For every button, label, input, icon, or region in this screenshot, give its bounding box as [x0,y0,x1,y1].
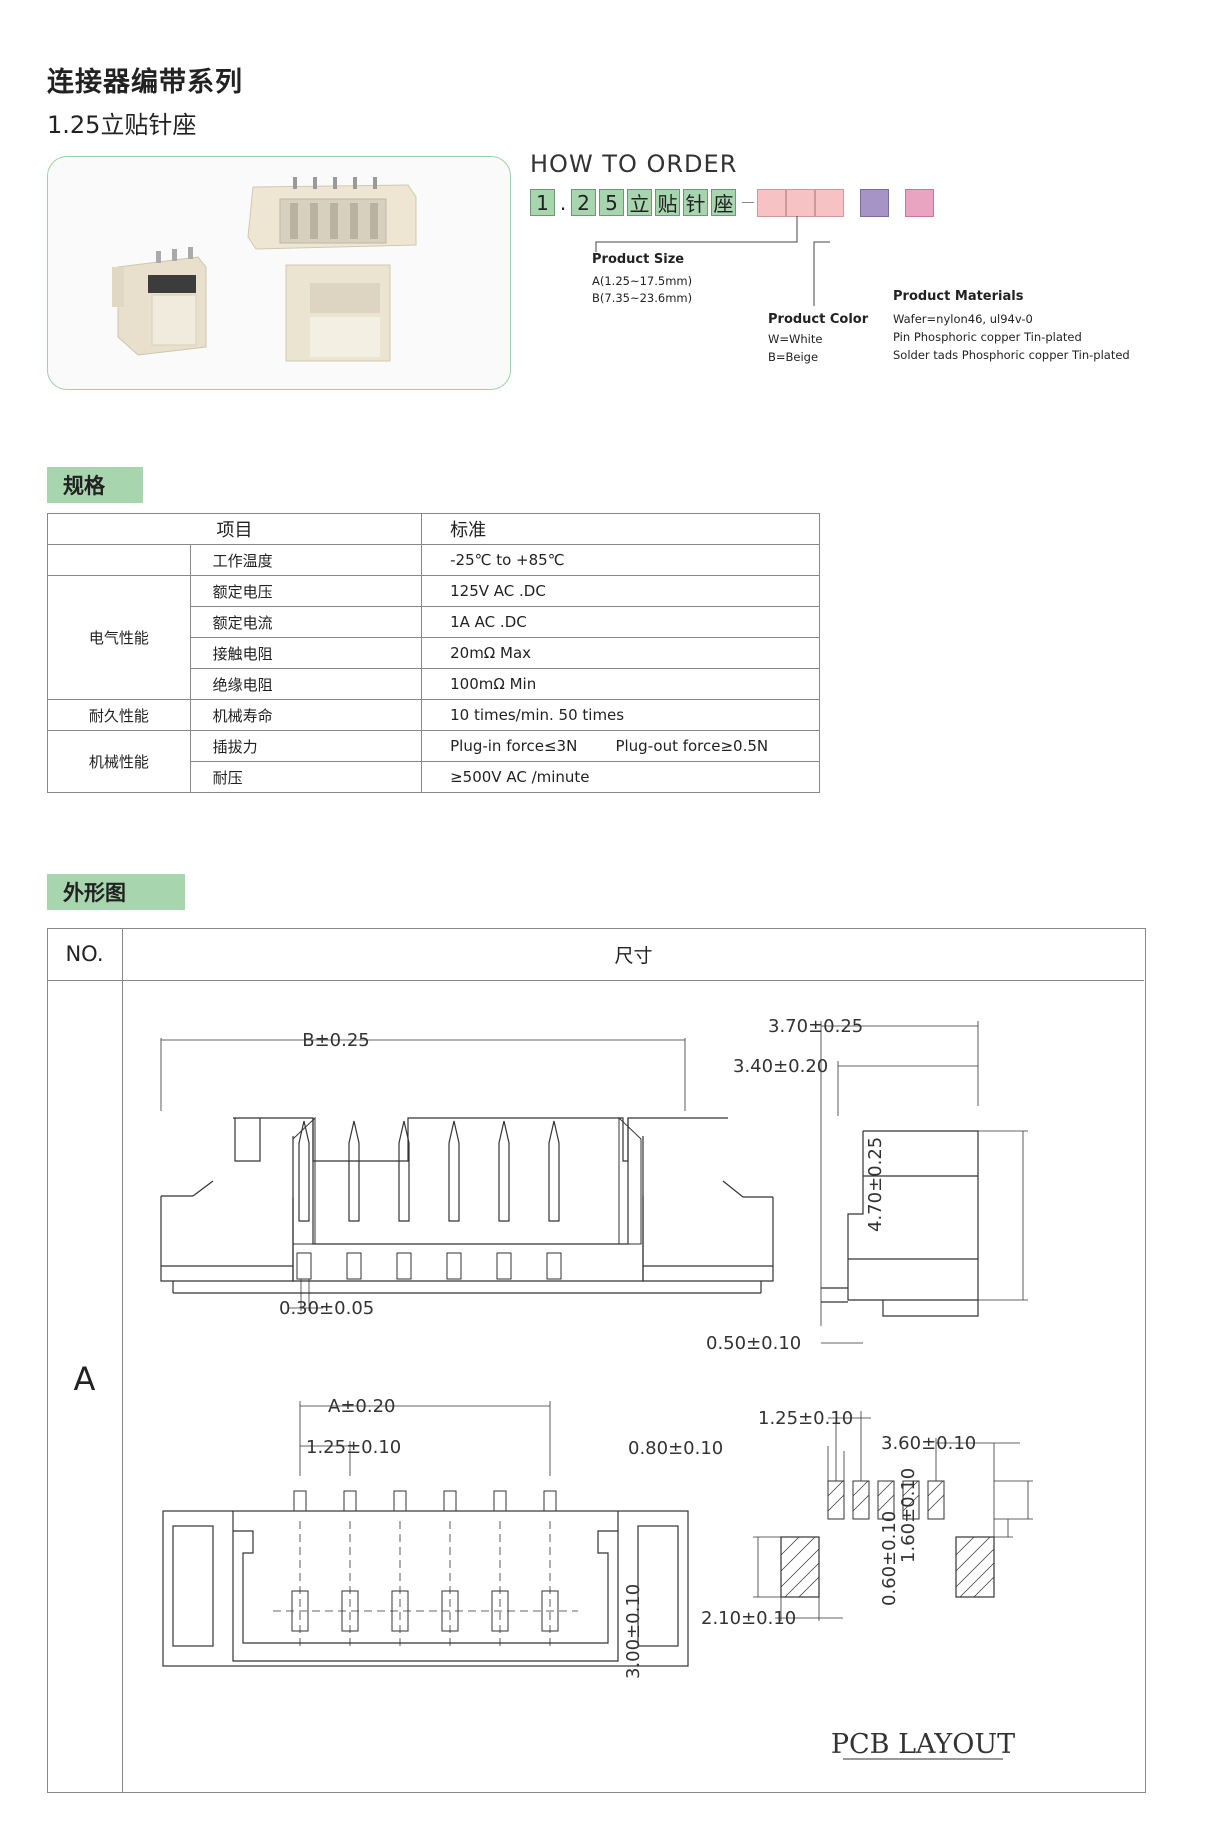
dim-pin-width: 0.30±0.05 [279,1298,374,1319]
spec-item: 接触电阻 [189,637,423,669]
bottom-pin-pads [291,1490,559,1632]
code-char: 1 [530,189,555,216]
spec-value: 10 times/min. 50 times [421,699,820,731]
spec-item: 绝缘电阻 [189,668,423,700]
spec-value: 1A AC .DC [421,606,820,638]
dim-pcb-tab-height: 3.00±0.10 [623,1584,644,1679]
table-row: 工作温度 -25℃ to +85℃ [47,544,820,576]
dim-pcb-end: 3.60±0.10 [881,1433,976,1454]
row-label: A [73,1360,96,1398]
spec-item: 工作温度 [189,544,423,576]
outline-col-no: NO. [47,928,123,981]
color-code-box [860,188,889,217]
spec-group: 机械性能 [47,730,191,793]
spec-value: Plug-in force≤3N Plug-out force≥0.5N [421,730,820,762]
dim-b: B±0.25 [302,1030,370,1051]
side-view-drawing [820,1021,1028,1344]
size-code-box [757,188,786,217]
spec-item: 耐压 [189,761,423,793]
page-title: 连接器编带系列 [47,67,243,98]
spec-value: 20mΩ Max [421,637,820,669]
spec-table: 项目 标准 工作温度 -25℃ to +85℃ 电气性能 额定电压 125V A… [46,513,820,793]
spec-value: 100mΩ Min [421,668,820,700]
code-char: . [559,190,567,215]
outline-table [47,928,1146,1793]
spec-value: 125V AC .DC [421,575,820,607]
product-color-b: B=Beige [768,350,819,364]
spec-item: 额定电流 [189,606,423,638]
code-char: 5 [599,189,624,216]
dim-pcb-h1: 1.60±0.10 [898,1468,919,1563]
product-size-b: B(7.35~23.6mm) [592,291,693,305]
dim-pcb-h2: 0.60±0.10 [879,1511,900,1606]
product-size-label: Product Size [592,252,685,267]
spec-item: 额定电压 [189,575,423,607]
size-code-box [815,188,844,217]
product-size-a: A(1.25~17.5mm) [592,274,693,288]
bottom-view-drawing [162,1401,689,1667]
code-dash [742,202,754,203]
dim-side-height: 4.70±0.25 [865,1137,886,1232]
dim-pcb-pitch: 1.25±0.10 [758,1408,853,1429]
spec-group: 耐久性能 [47,699,191,731]
how-to-order-heading: HOW TO ORDER [530,150,738,178]
spec-item: 插拔力 [189,730,423,762]
code-char: 座 [711,189,736,216]
spec-item: 机械寿命 [189,699,423,731]
pcb-layout-drawing [753,1411,1033,1760]
dim-side-width-1: 3.70±0.25 [768,1016,863,1037]
dim-a: A±0.20 [328,1396,395,1417]
code-char: 2 [571,189,596,216]
spec-col-standard: 标准 [421,513,820,545]
spec-group [47,544,191,576]
dim-side-foot: 0.50±0.10 [706,1333,801,1354]
outline-section-tag: 外形图 [47,874,185,910]
column-divider [122,981,123,1792]
table-row: 耐压 ≥500V AC /minute [48,761,820,793]
order-leader-lines [595,216,830,306]
table-row: 额定电流 1A AC .DC [48,606,820,638]
materials-line: Pin Phosphoric copper Tin-plated [893,330,1082,344]
table-row: 耐久性能 机械寿命 10 times/min. 50 times [47,699,820,731]
spec-value: ≥500V AC /minute [421,761,820,793]
order-code: 1 . 2 5 立 贴 针 座 [530,188,934,217]
spec-section-tag: 规格 [47,467,143,503]
dim-pcb-pad-width: 0.80±0.10 [628,1438,723,1459]
page-subtitle: 1.25立贴针座 [47,111,197,139]
code-char: 贴 [655,189,680,216]
table-row: 电气性能 额定电压 125V AC .DC [47,575,820,700]
materials-line: Solder tads Phosphoric copper Tin-plated [893,348,1130,362]
dim-pitch: 1.25±0.10 [306,1437,401,1458]
table-row: 绝缘电阻 100mΩ Min [48,668,820,700]
product-photo [47,156,511,390]
front-pin-tails [296,1252,562,1280]
dimension-drawings: B±0.25 0.30±0.05 3.70±0.25 3.40±0.20 4.7… [160,1016,1033,1760]
material-code-box [905,188,934,217]
materials-line: Wafer=nylon46, ul94v-0 [893,312,1033,326]
connector-image-side [285,264,391,362]
code-char: 立 [627,189,652,216]
dim-side-width-2: 3.40±0.20 [733,1056,828,1077]
spec-value: -25℃ to +85℃ [421,544,820,576]
table-row: 接触电阻 20mΩ Max [48,637,820,669]
dim-pcb-tab-width: 2.10±0.10 [701,1608,796,1629]
product-color-label: Product Color [768,312,869,327]
connector-image-top [247,177,417,250]
spec-col-item: 项目 [46,513,423,545]
product-color-w: W=White [768,332,823,346]
outline-col-dim: 尺寸 [123,928,1144,981]
connector-image-left [112,247,207,356]
product-materials-label: Product Materials [893,289,1024,304]
spec-group: 电气性能 [47,575,191,700]
code-char: 针 [683,189,708,216]
table-row: 机械性能 插拔力 Plug-in force≤3N Plug-out force… [47,730,820,793]
size-code-box [786,188,815,217]
front-view-drawing [160,1038,774,1311]
front-pins [298,1120,560,1222]
pcb-layout-title: PCB LAYOUT [831,1729,1015,1760]
